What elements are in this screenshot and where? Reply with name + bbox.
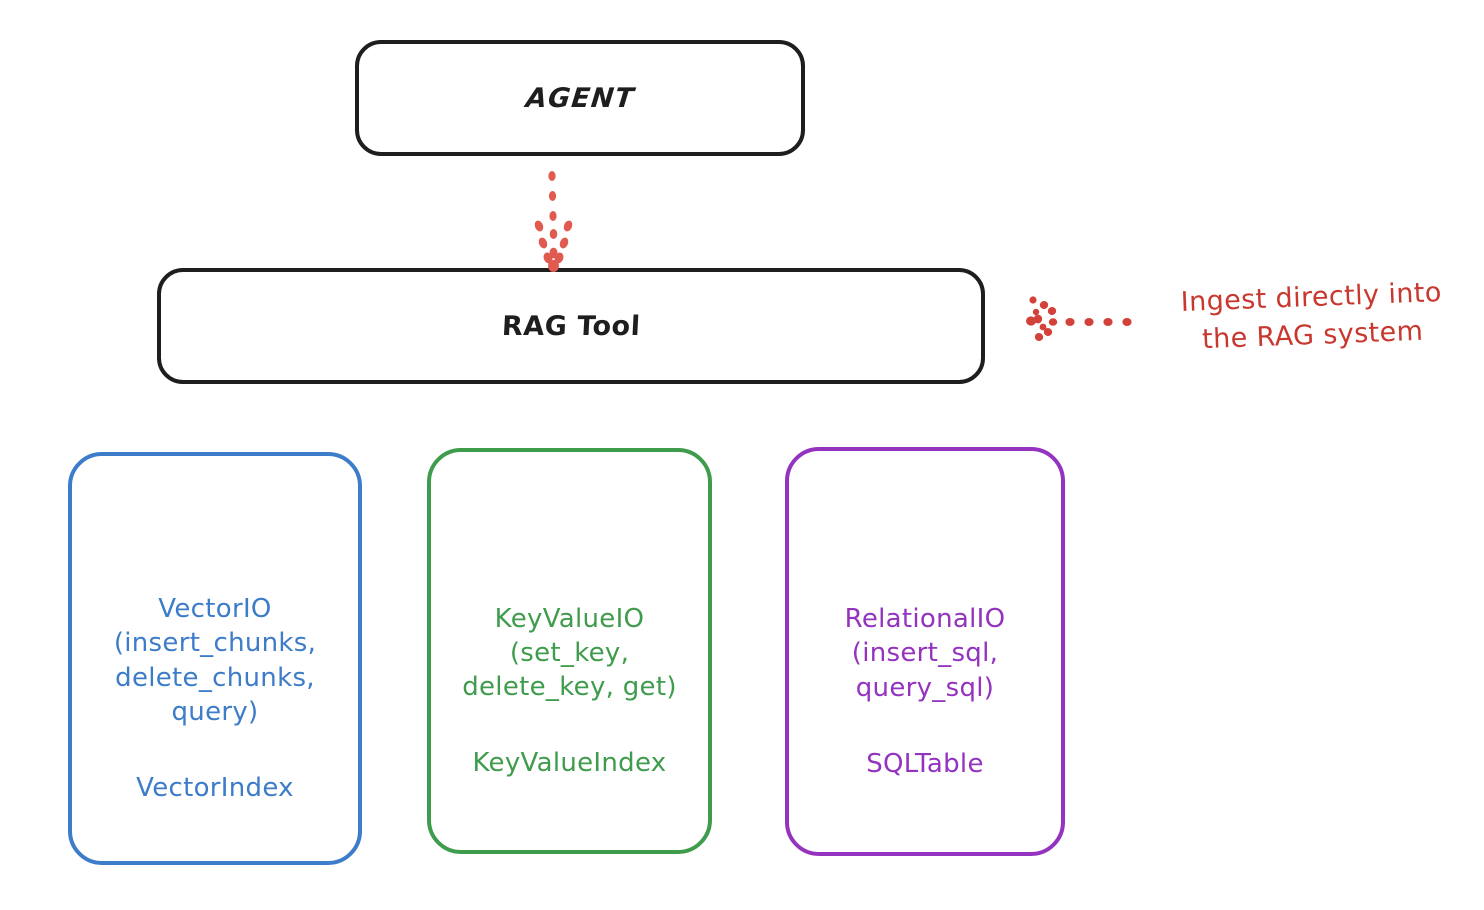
node-key-value-io-subtitle: KeyValueIndex <box>472 748 667 779</box>
node-relational-io-body: RelationalIO (insert_sql, query_sql) SQL… <box>789 524 1061 779</box>
node-relational-io[interactable]: RelationalIO (insert_sql, query_sql) SQL… <box>785 447 1065 856</box>
node-vector-io-title: VectorIO (insert_chunks, delete_chunks, … <box>113 593 317 727</box>
node-key-value-io-title: KeyValueIO (set_key, delete_key, get) <box>462 603 677 703</box>
connector-ingest-arrow <box>1026 296 1132 342</box>
node-rag-tool[interactable]: RAG Tool <box>157 268 985 384</box>
node-key-value-io[interactable]: KeyValueIO (set_key, delete_key, get) Ke… <box>427 448 712 854</box>
connector-agent-to-rag-tool <box>534 171 573 272</box>
node-vector-io-subtitle: VectorIndex <box>136 773 294 804</box>
annotation-ingest-note: Ingest directly into the RAG system <box>1180 277 1443 356</box>
node-agent[interactable]: AGENT <box>355 40 805 156</box>
node-key-value-io-body: KeyValueIO (set_key, delete_key, get) Ke… <box>431 524 708 779</box>
node-relational-io-title: RelationalIO (insert_sql, query_sql) <box>844 604 1006 703</box>
node-agent-label: AGENT <box>524 82 636 114</box>
node-rag-tool-label: RAG Tool <box>500 310 642 342</box>
node-relational-io-subtitle: SQLTable <box>866 748 984 779</box>
node-vector-io-body: VectorIO (insert_chunks, delete_chunks, … <box>72 514 358 803</box>
node-vector-io[interactable]: VectorIO (insert_chunks, delete_chunks, … <box>68 452 362 865</box>
